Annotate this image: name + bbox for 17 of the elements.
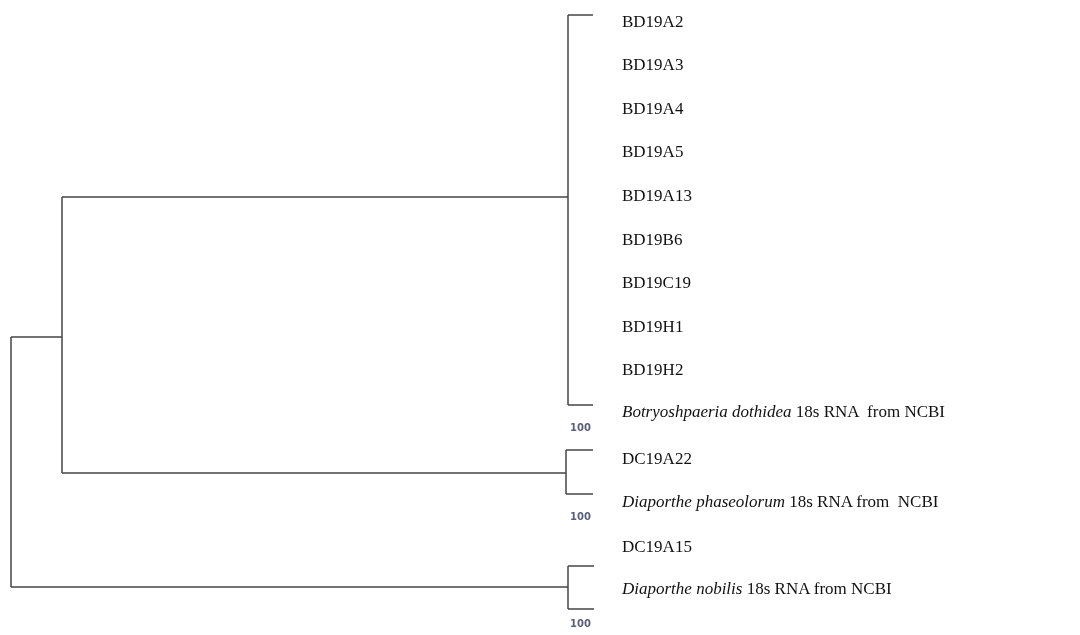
bootstrap-value: 100 (570, 422, 591, 434)
taxon-label: Botryoshpaeria dothidea 18s RNA from NCBI (622, 402, 945, 422)
taxon-label: BD19A5 (622, 142, 684, 162)
taxon-label: BD19C19 (622, 273, 691, 293)
taxon-label: BD19A3 (622, 55, 684, 75)
taxon-label: BD19H1 (622, 317, 684, 337)
bootstrap-value: 100 (570, 511, 591, 523)
taxon-label: DC19A15 (622, 537, 692, 557)
taxon-label: BD19H2 (622, 360, 684, 380)
bootstrap-value: 100 (570, 618, 591, 630)
taxon-label: Diaporthe phaseolorum 18s RNA from NCBI (622, 492, 939, 512)
taxon-label: BD19A4 (622, 99, 684, 119)
taxon-label: BD19B6 (622, 230, 683, 250)
taxon-label: Diaporthe nobilis 18s RNA from NCBI (622, 579, 892, 599)
taxon-label: BD19A13 (622, 186, 692, 206)
taxon-label: DC19A22 (622, 449, 692, 469)
taxon-label: BD19A2 (622, 12, 684, 32)
